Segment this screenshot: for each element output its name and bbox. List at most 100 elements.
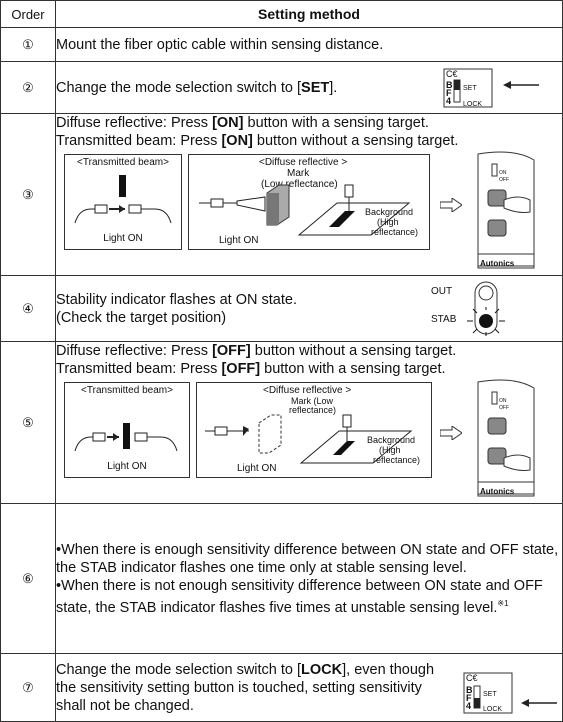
on-button-ref: [ON] — [221, 133, 253, 149]
indicator-led-icon — [467, 281, 505, 336]
step-paragraph-1: •When there is enough sensitivity differ… — [56, 541, 559, 576]
light-on-label: Light ON — [103, 233, 143, 244]
panel-off-label: OFF — [499, 405, 509, 411]
switch-letter-b: B — [466, 685, 473, 695]
mark-label: Mark — [287, 168, 310, 179]
background-label: Background — [367, 435, 416, 445]
switch-label-set: SET — [483, 691, 497, 698]
step-row-4: ④ Stability indicator flashes at ON stat… — [0, 275, 563, 342]
figure-title: <Transmitted beam> — [81, 385, 173, 396]
sensor-panel-icon — [477, 151, 535, 269]
step-paragraph-2: •When there is not enough sensitivity di… — [56, 577, 543, 616]
switch-letter-b: B — [446, 80, 453, 90]
background-label-sub2: reflectance) — [371, 227, 419, 237]
brand-logo: Autonics — [480, 259, 515, 268]
diffuse-reflective-figure: <Diffuse reflective > Mark (Low reflecta… — [188, 154, 430, 250]
step-line-1-post: button without a sensing target. — [250, 343, 457, 359]
step-row-7: ⑦ Change the mode selection switch to [L… — [0, 653, 563, 722]
mode-switch-icon — [463, 672, 557, 714]
diffuse-scene-icon — [199, 184, 411, 236]
ce-mark: C€ — [446, 69, 458, 79]
step-line-2-pre: Transmitted beam: Press — [56, 361, 222, 377]
step-number: ② — [0, 61, 56, 114]
diffuse-reflective-figure: <Diffuse reflective > Mark (Low reflecta… — [196, 382, 432, 478]
fiber-cable-icon — [74, 423, 178, 452]
indicator-figure: OUT STAB — [431, 280, 541, 338]
footnote-ref: ※1 — [497, 598, 509, 608]
step-number: ① — [0, 27, 56, 62]
figure-title: <Diffuse reflective > — [259, 157, 348, 168]
step-row-6: ⑥ •When there is enough sensitivity diff… — [0, 503, 563, 654]
switch-letter-f: F — [446, 88, 452, 98]
brand-logo: Autonics — [480, 487, 515, 496]
off-button-ref: [OFF] — [221, 361, 261, 377]
step-line-1-post: button with a sensing target. — [243, 115, 429, 131]
transmitted-beam-figure: <Transmitted beam> Light ON — [64, 154, 182, 250]
light-on-label: Light ON — [219, 235, 259, 246]
step-number: ⑦ — [0, 653, 56, 722]
diffuse-scene-icon — [205, 414, 413, 464]
header-order: Order — [0, 0, 56, 28]
on-button-ref: [ON] — [212, 115, 244, 131]
mark-label-sub: reflectance) — [289, 405, 337, 415]
step-row-2: ② Change the mode selection switch to [S… — [0, 61, 563, 114]
ce-mark: C€ — [466, 673, 478, 683]
step-number: ⑤ — [0, 341, 56, 504]
arrow-right-icon — [440, 426, 462, 440]
light-on-label: Light ON — [107, 461, 147, 472]
table-header: Order Setting method — [0, 0, 563, 28]
step-text-post: ], even though the sensitivity setting b… — [56, 661, 435, 714]
panel-on-label: ON — [499, 170, 507, 176]
step-text-pre: Change the mode selection switch to [ — [56, 661, 302, 678]
switch-letter-4: 4 — [446, 96, 452, 106]
off-button-ref: [OFF] — [212, 343, 251, 359]
sensor-panel-icon — [477, 379, 535, 497]
switch-label-lock: LOCK — [463, 101, 483, 108]
mode-switch-icon — [443, 68, 539, 108]
step-line-1-pre: Diffuse reflective: Press — [56, 115, 213, 131]
out-label: OUT — [431, 286, 453, 297]
step-text: Mount the fiber optic cable within sensi… — [55, 27, 563, 62]
step-number: ③ — [0, 113, 56, 276]
background-label: Background — [365, 207, 414, 217]
step-row-5: ⑤ Diffuse reflective: Press [OFF] button… — [0, 341, 563, 504]
step-line-2-pre: Transmitted beam: Press — [56, 133, 222, 149]
mode-switch-set-figure: C€ B F 4 SET LOCK — [443, 68, 543, 108]
mark-label-sub: (Low reflectance) — [261, 179, 338, 190]
figure-title: <Transmitted beam> — [77, 157, 169, 168]
light-on-label: Light ON — [237, 463, 277, 474]
figure-title: <Diffuse reflective > — [263, 385, 352, 396]
step-number: ⑥ — [0, 503, 56, 654]
background-label-sub2: reflectance) — [373, 455, 421, 465]
sensor-panel-figure: ON OFF Autonics — [474, 378, 544, 498]
step-text-bold: SET — [301, 79, 330, 96]
panel-on-label: ON — [499, 398, 507, 404]
step-line-2: (Check the target position) — [56, 309, 227, 326]
background-label-sub: (High — [377, 217, 399, 227]
switch-letter-f: F — [466, 693, 472, 703]
background-label-sub: (High — [379, 445, 401, 455]
fiber-cable-icon — [74, 175, 172, 224]
step-line-2-post: button with a sensing target. — [260, 361, 446, 377]
step-text-pre: Change the mode selection switch to [ — [56, 79, 302, 96]
step-text-bold: LOCK — [301, 661, 343, 678]
switch-letter-4: 4 — [466, 701, 472, 711]
panel-off-label: OFF — [499, 177, 509, 183]
mark-label: Mark (Low — [291, 396, 334, 406]
arrow-right-icon — [440, 198, 462, 212]
step-text-post: ]. — [329, 79, 338, 96]
sensor-panel-figure: ON OFF Autonics — [474, 150, 544, 270]
transmitted-beam-figure: <Transmitted beam> Light ON — [64, 382, 190, 478]
switch-label-lock: LOCK — [483, 706, 503, 713]
switch-label-set: SET — [463, 85, 477, 92]
stab-label: STAB — [431, 314, 457, 325]
step-number: ④ — [0, 275, 56, 342]
header-method: Setting method — [55, 0, 563, 28]
step-row-3: ③ Diffuse reflective: Press [ON] button … — [0, 113, 563, 276]
step-line-1-pre: Diffuse reflective: Press — [56, 343, 213, 359]
step-line-1: Stability indicator flashes at ON state. — [56, 291, 297, 308]
step-line-2-post: button without a sensing target. — [252, 133, 459, 149]
step-row-1: ① Mount the fiber optic cable within sen… — [0, 27, 563, 62]
mode-switch-lock-figure: C€ B F 4 SET LOCK — [463, 672, 559, 716]
